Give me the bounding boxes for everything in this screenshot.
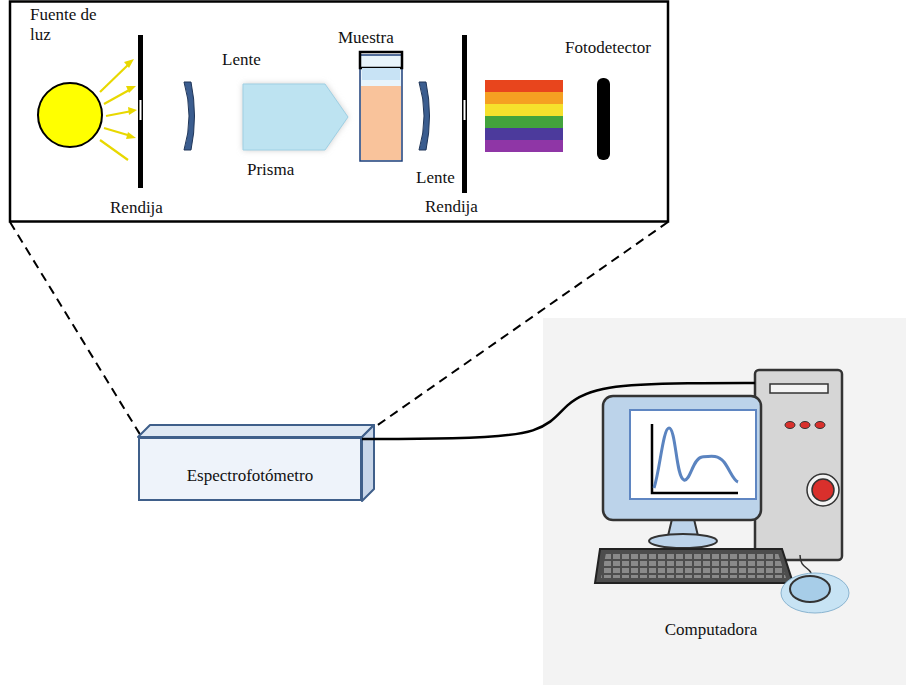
part-label: Lente <box>416 168 455 188</box>
light-ray <box>104 128 131 136</box>
inset-frame <box>10 2 668 222</box>
spectrum <box>485 104 563 116</box>
spectrum <box>485 92 563 104</box>
computer-monitor <box>603 396 761 548</box>
sample-cuvette <box>360 52 402 161</box>
slit <box>140 100 142 120</box>
photodetector <box>597 78 610 160</box>
ray-head <box>128 107 137 115</box>
mouse <box>781 573 849 613</box>
computer-tower <box>755 370 842 560</box>
sample-cuvette <box>360 52 402 68</box>
computer-backdrop <box>543 318 906 685</box>
mouse <box>781 555 849 613</box>
ray-head <box>124 59 137 139</box>
part-label: Rendija <box>110 198 163 218</box>
computer-tower <box>815 422 825 429</box>
light-ray <box>100 63 130 92</box>
light-ray <box>104 89 131 104</box>
box-face <box>138 425 374 501</box>
lens <box>184 82 195 150</box>
photodetector <box>597 78 610 160</box>
cable <box>362 383 755 439</box>
node-label: Espectrofotómetro <box>187 466 314 486</box>
spectrum <box>485 128 563 140</box>
light-source <box>38 83 102 147</box>
node-label: Computadora <box>543 620 879 640</box>
computer-tower <box>800 422 810 429</box>
spectrum <box>485 116 563 128</box>
light-source <box>38 83 102 147</box>
light-ray <box>100 140 128 160</box>
computer-panel: Computadora <box>543 318 906 685</box>
slit <box>464 100 466 120</box>
lens <box>419 82 430 150</box>
slit <box>462 35 467 193</box>
computer-monitor <box>654 428 738 488</box>
part-label: Prisma <box>247 160 294 180</box>
part-label: Rendija <box>425 197 478 217</box>
prism <box>243 84 348 150</box>
part-label: Muestra <box>338 28 394 48</box>
part-label: Fuente de luz <box>30 5 108 45</box>
computer-monitor <box>649 534 717 548</box>
keyboard <box>601 553 786 578</box>
sample-cuvette <box>361 86 401 160</box>
light-ray <box>106 111 132 116</box>
sample-cuvette <box>362 68 400 80</box>
computer-tower <box>770 384 828 393</box>
lens <box>419 82 430 150</box>
computer-monitor <box>603 396 761 520</box>
computer-tower <box>785 422 795 429</box>
spectrum <box>485 140 563 152</box>
part-label: Lente <box>222 50 261 70</box>
spectrum <box>485 80 563 152</box>
zoom-line <box>10 222 141 436</box>
spectrophotometer-box: Espectrofotómetro <box>138 437 362 501</box>
spectrum <box>485 80 563 92</box>
slit <box>138 35 143 188</box>
part-label: Fotodetector <box>565 38 651 58</box>
light-ray <box>100 63 132 160</box>
lens <box>184 82 195 150</box>
computer-tower <box>807 474 839 506</box>
ray-head <box>124 59 134 68</box>
prism <box>243 84 348 150</box>
keyboard <box>595 549 793 583</box>
inset-frame <box>10 2 668 222</box>
mouse <box>790 576 830 602</box>
computer-tower <box>812 479 834 501</box>
computer-tower <box>755 370 842 560</box>
box-face <box>138 425 374 437</box>
keyboard <box>595 549 793 583</box>
slit <box>462 35 467 193</box>
slit <box>138 35 143 188</box>
prism <box>243 84 348 150</box>
computer-monitor <box>630 410 756 499</box>
computer-monitor <box>652 424 738 493</box>
ray-head <box>126 86 136 93</box>
box-face <box>362 425 374 501</box>
sample-cuvette <box>360 55 402 161</box>
ray-head <box>126 132 136 139</box>
